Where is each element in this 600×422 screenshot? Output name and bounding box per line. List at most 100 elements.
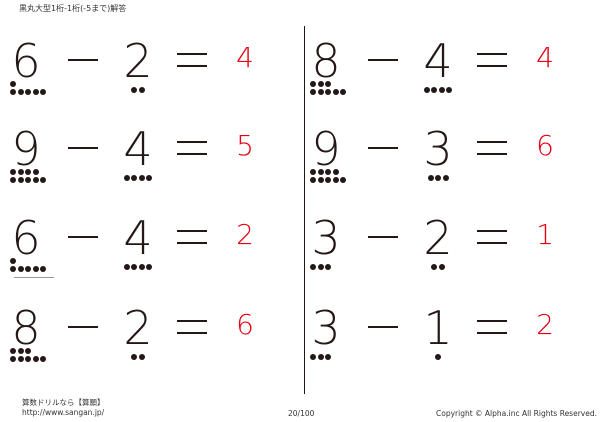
footer-brand-block: 算数ドリルなら【算願】 http://www.sangan.jp/ <box>22 398 105 418</box>
count-dot <box>310 354 316 360</box>
count-dot <box>332 169 339 175</box>
page-title: 黒丸大型1桁-1桁(-5まで)解答 <box>19 4 127 13</box>
count-dot <box>325 354 331 360</box>
count-dot <box>10 169 16 175</box>
count-dot <box>25 88 31 95</box>
equals-sign <box>177 320 207 335</box>
count-dot <box>17 176 24 183</box>
count-dot <box>25 348 31 354</box>
count-dot <box>427 175 434 181</box>
count-dot <box>310 264 316 270</box>
count-dot <box>310 176 316 183</box>
count-dot <box>138 264 145 270</box>
answer: 6 <box>236 308 254 341</box>
count-dot <box>10 348 16 354</box>
counting-dots <box>123 175 153 181</box>
counting-dots <box>431 264 445 270</box>
minus-sign <box>68 59 98 62</box>
minus-sign <box>368 59 398 62</box>
minus-sign <box>68 326 98 329</box>
count-dot <box>40 355 46 362</box>
minus-sign <box>68 236 98 239</box>
count-dot <box>146 264 153 270</box>
count-dot <box>332 88 339 95</box>
minuend: 6 <box>11 34 41 88</box>
count-dot <box>435 175 441 181</box>
counting-dots <box>310 81 346 95</box>
count-dot <box>17 88 24 95</box>
count-dot <box>25 169 31 175</box>
count-dot <box>317 176 324 183</box>
count-dot <box>123 175 130 181</box>
subtrahend: 3 <box>423 122 453 176</box>
answer: 2 <box>536 308 554 341</box>
counting-dots <box>423 87 453 93</box>
counting-dots <box>123 264 153 270</box>
count-dot <box>317 354 324 360</box>
count-dot <box>325 169 331 175</box>
equals-sign <box>477 320 507 335</box>
subtrahend: 1 <box>423 301 453 355</box>
subtrahend: 2 <box>423 211 453 265</box>
count-dot <box>325 264 331 270</box>
count-dot <box>325 81 331 87</box>
minus-sign <box>68 147 98 150</box>
counting-dots <box>10 169 46 183</box>
counting-dots <box>10 348 46 362</box>
subtrahend: 4 <box>123 122 153 176</box>
answer: 6 <box>536 129 554 162</box>
footer-brand: 算数ドリルなら【算願】 <box>22 398 105 407</box>
count-dot <box>442 175 449 181</box>
count-dot <box>138 175 145 181</box>
count-dot <box>340 88 346 95</box>
count-dot <box>10 258 16 264</box>
count-dot <box>17 348 24 354</box>
answer: 2 <box>236 218 254 251</box>
count-dot <box>340 176 346 183</box>
count-dot <box>317 169 324 175</box>
counting-dots <box>427 175 449 181</box>
answer: 5 <box>236 129 254 162</box>
count-dot <box>310 169 316 175</box>
count-dot <box>32 169 39 175</box>
column-divider <box>304 26 306 394</box>
count-dot <box>317 88 324 95</box>
count-dot <box>146 175 153 181</box>
counting-dots <box>435 354 441 360</box>
count-dot <box>325 88 331 95</box>
footer-url[interactable]: http://www.sangan.jp/ <box>22 408 105 417</box>
count-dot <box>131 264 138 270</box>
equals-sign <box>477 53 507 68</box>
count-dot <box>32 88 39 95</box>
count-dot <box>310 88 316 95</box>
minuend: 8 <box>311 34 341 88</box>
subtrahend: 4 <box>123 211 153 265</box>
count-dot <box>32 355 39 362</box>
minuend: 3 <box>311 301 341 355</box>
count-dot <box>123 264 130 270</box>
equals-sign <box>177 230 207 245</box>
count-dot <box>431 264 438 270</box>
count-dot <box>446 87 453 93</box>
count-dot <box>138 354 145 360</box>
count-dot <box>325 176 331 183</box>
count-dot <box>40 176 46 183</box>
subtrahend: 4 <box>423 34 453 88</box>
minuend: 9 <box>11 122 41 176</box>
count-dot <box>438 87 445 93</box>
counting-dots <box>131 354 145 360</box>
count-dot <box>131 354 138 360</box>
minuend: 6 <box>11 211 41 265</box>
count-dot <box>32 176 39 183</box>
count-dot <box>438 264 445 270</box>
equals-sign <box>177 53 207 68</box>
count-dot <box>138 87 145 93</box>
count-dot <box>317 81 324 87</box>
counting-dots <box>10 81 46 95</box>
counting-dots <box>310 354 331 360</box>
minuend: 3 <box>311 211 341 265</box>
count-dot <box>431 87 438 93</box>
count-dot <box>10 265 16 272</box>
count-dot <box>10 81 16 87</box>
copyright-notice: Copyright © Alpha.inc All Rights Reserve… <box>436 409 597 418</box>
